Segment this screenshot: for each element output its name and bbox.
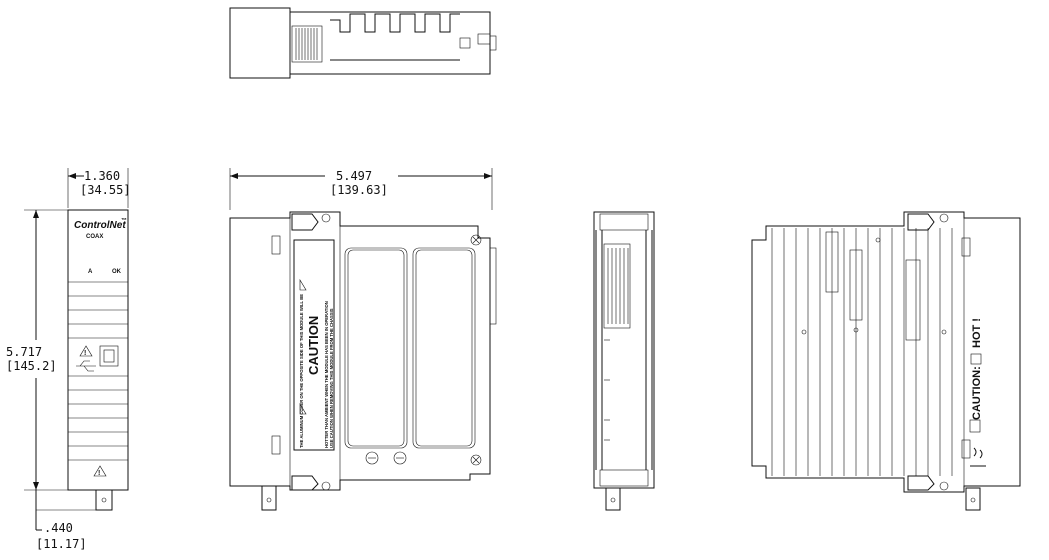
front-view: 1.360 [34.55] 5.717 [145.2] ControlNet ™… (6, 168, 131, 551)
height-dimension-mm: [145.2] (6, 359, 57, 373)
hot-label: HOT ! (971, 318, 983, 348)
rear-view (593, 211, 655, 511)
side-view: 5.497 [139.63] CAUTION THE ALUMINUM COVE… (229, 168, 497, 511)
usb-symbol-icon (76, 360, 96, 372)
depth-dimension-mm: [139.63] (330, 183, 388, 197)
caution-side-label: CAUTION (306, 316, 321, 375)
width-dimension-in: 1.360 (84, 169, 120, 183)
warning-text-line-3: USE CAUTION WHEN REMOVING THIS MODULE FR… (329, 308, 334, 448)
led-a-label: A (88, 269, 93, 275)
usb-port-icon (99, 345, 119, 367)
caution-hot-label: CAUTION: (971, 366, 983, 420)
warning-text-line-1: THE ALUMINUM COVER ON THE OPPOSITE SIDE … (299, 294, 304, 448)
svg-text:!: ! (98, 470, 100, 477)
connector-dimension-in: .440 (44, 521, 73, 535)
warning-text-line-2: HOTTER THAN AMBIENT WHEN THE MODULE HAS … (324, 301, 329, 448)
brand-label: ControlNet (74, 220, 126, 231)
height-dimension-in: 5.717 (6, 345, 42, 359)
heatsink-view: CAUTION: HOT ! (751, 211, 1021, 511)
depth-dimension-in: 5.497 (336, 169, 372, 183)
width-dimension-mm: [34.55] (80, 183, 131, 197)
warning-triangle-side-bottom-icon (299, 402, 307, 415)
port-label: COAX (86, 234, 103, 240)
warning-triangle-side-top-icon (299, 278, 307, 291)
warning-triangle-icon (79, 345, 93, 357)
connector-dimension-mm: [11.17] (36, 537, 87, 551)
top-view (229, 7, 497, 79)
led-ok-label: OK (112, 269, 122, 275)
trademark-label: ™ (121, 217, 127, 224)
warning-triangle-bottom-icon (93, 465, 107, 477)
svg-text:!: ! (84, 350, 86, 357)
hot-surface-icon (970, 447, 986, 467)
